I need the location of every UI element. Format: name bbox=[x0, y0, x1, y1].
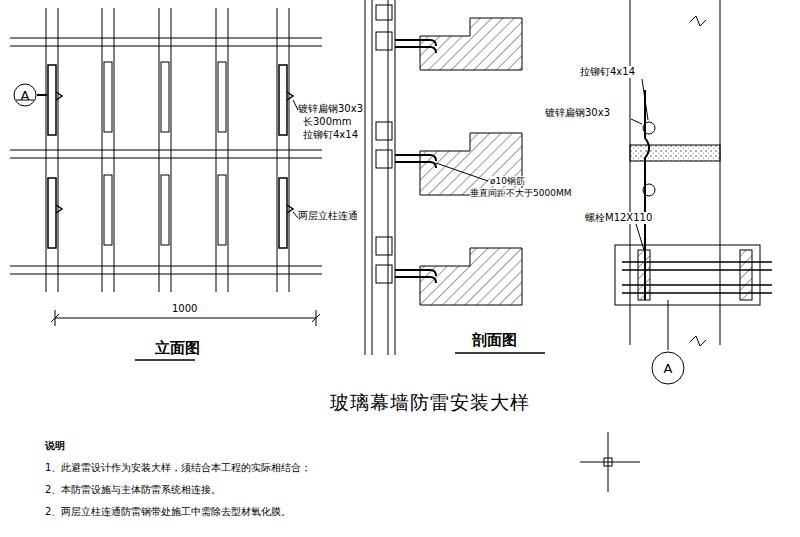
part-label: 镀锌扁钢30x3 bbox=[298, 103, 363, 115]
view-title: 剖面图 bbox=[472, 332, 517, 349]
part-label: 镀锌扁钢30x3 bbox=[545, 107, 610, 119]
marker-letter: A bbox=[651, 351, 685, 385]
marker-outline bbox=[652, 352, 684, 384]
marker-letter: A bbox=[13, 83, 37, 107]
marker-outline bbox=[14, 84, 36, 106]
part-label: 长300mm bbox=[303, 116, 352, 128]
section-marker: A bbox=[13, 83, 37, 107]
note-text: 1、此避雷设计作为安装大样，须结合本工程的实际相结合； bbox=[45, 462, 311, 474]
part-label: 螺栓M12X110 bbox=[585, 212, 652, 224]
note-text: 2、本防雷设施与主体防雷系统相连接。 bbox=[45, 484, 221, 496]
part-label: 拉铆钉4x14 bbox=[303, 129, 358, 141]
part-label: ø10钢筋 bbox=[490, 176, 525, 186]
section-marker: A bbox=[651, 351, 685, 385]
drawing-title: 玻璃幕墙防雷安装大样 bbox=[330, 392, 530, 414]
view-title: 立面图 bbox=[155, 340, 200, 357]
note-text: 2、两层立柱连通防雷钢带处施工中需除去型材氧化膜。 bbox=[45, 506, 291, 518]
part-label: 两层立柱连通 bbox=[298, 210, 358, 222]
dimension: 1000 bbox=[172, 303, 197, 315]
part-label: 垂直间距不大于5000MM bbox=[470, 188, 571, 198]
notes-heading: 说明 bbox=[45, 440, 65, 452]
part-label: 拉铆钉4x14 bbox=[580, 66, 635, 78]
